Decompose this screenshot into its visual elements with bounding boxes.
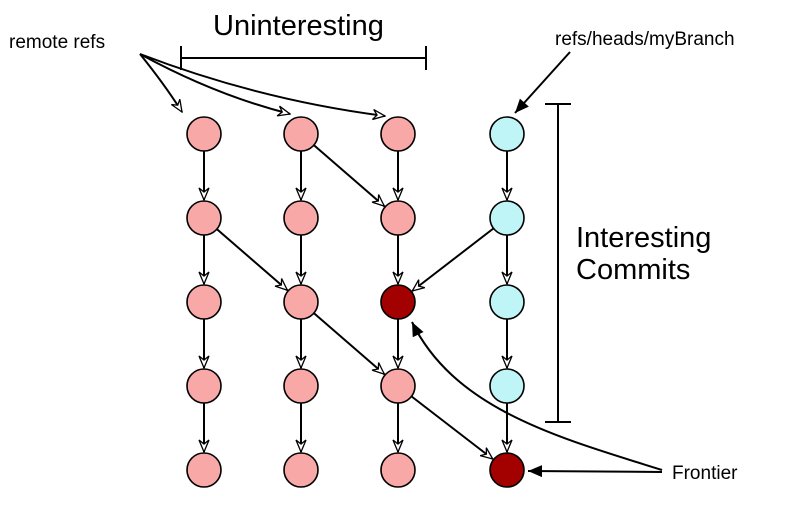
uninteresting-commit-node-c0r2 (186, 284, 222, 320)
uninteresting-commit-node-c1r0 (283, 116, 319, 152)
frontier-commit-node-c3r4 (489, 452, 525, 488)
interesting-bracket (545, 103, 571, 423)
interesting-commit-node-c3r3 (489, 368, 525, 404)
frontier-label: Frontier (672, 463, 738, 484)
interesting-commit-node-c3r2 (489, 284, 525, 320)
interesting-commit-node-c3r0 (489, 116, 525, 152)
uninteresting-commit-node-c1r2 (283, 284, 319, 320)
remote-ref-arrow-2 (139, 53, 290, 114)
commit-nodes (186, 116, 525, 488)
frontier-arrow-upper (411, 321, 663, 471)
frontier-commit-node-c2r2 (380, 284, 416, 320)
uninteresting-label: Uninteresting (213, 10, 384, 42)
edge-c3r1-c2r2 (412, 227, 495, 291)
uninteresting-commit-node-c0r0 (186, 116, 222, 152)
frontier-arrow-lower (527, 465, 663, 478)
edge-c0r1-c1r2 (216, 228, 288, 290)
uninteresting-commit-node-c1r3 (283, 368, 319, 404)
interesting-commit-node-c3r1 (489, 200, 525, 236)
uninteresting-commit-node-c2r4 (380, 452, 416, 488)
edge-c1r2-c2r3 (313, 312, 385, 374)
uninteresting-commit-node-c2r3 (380, 368, 416, 404)
uninteresting-bracket (180, 46, 427, 70)
edge-c2r3-c3r4 (410, 395, 492, 459)
edge-c1r0-c2r1 (313, 144, 385, 206)
remote-ref-arrow-3 (139, 53, 385, 116)
remote-ref-arrow-1 (139, 53, 182, 112)
uninteresting-commit-node-c0r3 (186, 368, 222, 404)
uninteresting-commit-node-c2r1 (380, 200, 416, 236)
uninteresting-commit-node-c1r4 (283, 452, 319, 488)
remote-refs-arrows (139, 53, 385, 116)
uninteresting-commit-node-c2r0 (380, 116, 416, 152)
interesting-label-line1: Interesting (576, 222, 711, 254)
commit-edges (204, 144, 507, 459)
remote-refs-label: remote refs (9, 32, 105, 53)
uninteresting-commit-node-c0r1 (186, 200, 222, 236)
my-branch-ref-arrow (514, 51, 571, 114)
uninteresting-commit-node-c0r4 (186, 452, 222, 488)
uninteresting-commit-node-c1r1 (283, 200, 319, 236)
my-branch-ref-label: refs/heads/myBranch (555, 29, 735, 50)
frontier-arrows (411, 321, 663, 478)
interesting-label-line2: Commits (576, 254, 690, 286)
